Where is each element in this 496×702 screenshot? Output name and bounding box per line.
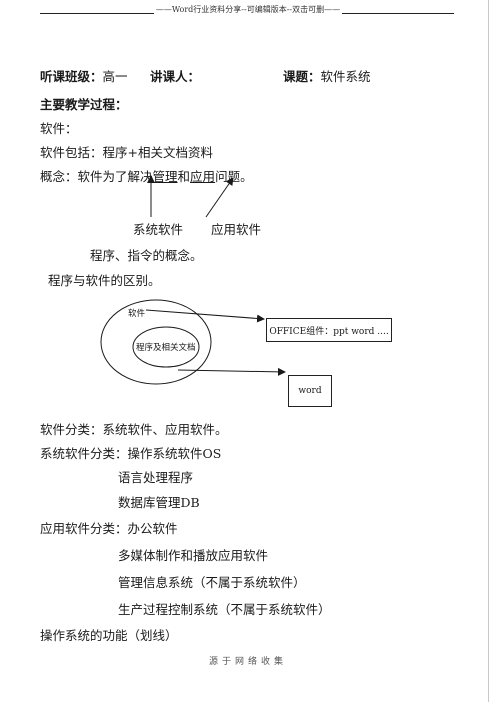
inner-ellipse-label: 程序及相关文档 <box>136 343 196 353</box>
app-software-label: 应用软件 <box>211 222 262 237</box>
software-types-line: 软件分类：系统软件、应用软件。 <box>40 422 228 437</box>
process-title: 主要教学过程： <box>40 97 128 112</box>
page-header: ——Word行业资料分享--可编辑版本--双击可删—— <box>153 5 343 14</box>
app-item: 管理信息系统（不属于系统软件） <box>118 575 306 590</box>
topic-value: 软件系统 <box>320 69 371 84</box>
office-box: OFFICE组件：ppt word .... <box>266 318 392 342</box>
word-box: word <box>288 375 332 407</box>
software-line: 软件： <box>40 121 78 136</box>
includes-line: 软件包括：程序+相关文档资料 <box>40 145 213 160</box>
app-item: 多媒体制作和播放应用软件 <box>118 548 269 563</box>
os-functions-line: 操作系统的功能（划线） <box>40 628 178 643</box>
concept-line: 概念：软件为了解决管理和应用问题。 <box>40 169 253 184</box>
outer-ellipse-label: 软件 <box>128 309 146 319</box>
topic-label: 课题： <box>283 69 321 84</box>
program-ellipse <box>132 326 200 368</box>
class-value: 高一 <box>102 69 128 84</box>
app-item: 生产过程控制系统（不属于系统软件） <box>118 602 331 617</box>
class-label: 听课班级： <box>40 69 103 84</box>
class-info: 听课班级：高一 <box>40 66 128 85</box>
app-classification-line: 应用软件分类：办公软件 <box>40 521 178 536</box>
page-footer: 源于网络收集 <box>208 657 287 667</box>
program-concept-line: 程序、指令的概念。 <box>90 248 203 263</box>
system-software-label: 系统软件 <box>133 222 184 237</box>
software-ellipse <box>100 299 212 385</box>
manage-word: 管理 <box>152 169 178 184</box>
system-item: 数据库管理DB <box>118 495 200 510</box>
arrow-to-apply <box>205 177 234 218</box>
arrow-to-word <box>177 367 286 376</box>
apply-word: 应用 <box>190 169 216 184</box>
topic-info: 课题：软件系统 <box>283 66 371 85</box>
lecturer-label: 讲课人： <box>150 69 201 84</box>
system-item: 语言处理程序 <box>118 470 194 485</box>
difference-line: 程序与软件的区别。 <box>48 273 161 288</box>
system-classification-line: 系统软件分类：操作系统软件OS <box>40 446 222 461</box>
arrow-to-office <box>145 309 265 323</box>
page-edge-rule <box>488 0 489 702</box>
